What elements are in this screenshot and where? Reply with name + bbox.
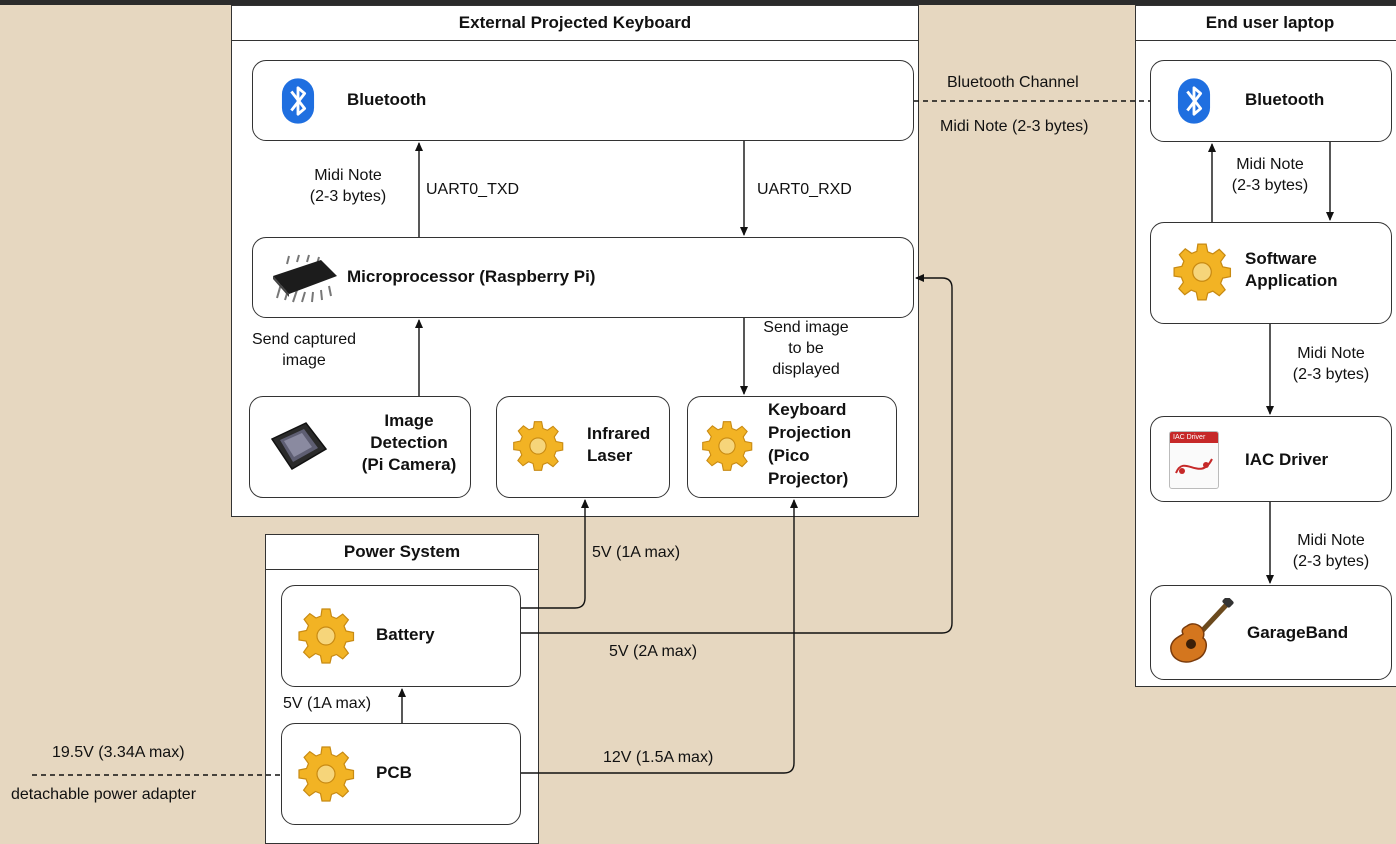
bluetooth-laptop-label: Bluetooth [1245, 90, 1325, 109]
laptop-title: End user laptop [1136, 6, 1396, 41]
top-bar [0, 0, 1396, 5]
send-captured-label: Send captured image [251, 331, 357, 369]
bluetooth-kb-node[interactable]: Bluetooth [252, 60, 914, 141]
external-keyboard-title: External Projected Keyboard [232, 6, 918, 41]
camera-sensor-icon [270, 422, 328, 471]
bluetooth-midi-label: Midi Note (2-3 bytes) [940, 118, 1089, 135]
infrared-laser-label: Infrared Laser [587, 424, 651, 465]
iac-driver-icon: IAC Driver [1169, 431, 1219, 489]
garageband-label: GarageBand [1247, 623, 1349, 642]
pi-power-label: 5V (2A max) [609, 643, 698, 660]
laser-power-label: 5V (1A max) [592, 544, 681, 561]
microchip-icon [273, 254, 337, 303]
uart-rxd-label: UART0_RXD [757, 181, 852, 198]
battery-label: Battery [376, 625, 435, 644]
software-application-label: Software Application [1245, 249, 1338, 290]
keyboard-projection-node[interactable]: Keyboard Projection (Pico Projector) [687, 396, 897, 498]
laptop-midi-label-2: Midi Note (2-3 bytes) [1292, 345, 1370, 383]
microprocessor-node[interactable]: Microprocessor (Raspberry Pi) [252, 237, 914, 318]
pcb-to-projector-path [521, 499, 798, 774]
battery-to-pi-path [521, 274, 953, 634]
kb-midi-label: Midi Note (2-3 bytes) [309, 167, 387, 205]
microprocessor-label: Microprocessor (Raspberry Pi) [347, 267, 596, 286]
bluetooth-channel-label: Bluetooth Channel [947, 74, 1079, 91]
battery-charge-label: 5V (1A max) [283, 695, 372, 712]
battery-node[interactable]: Battery [281, 585, 521, 687]
bluetooth-laptop-node[interactable]: Bluetooth [1150, 60, 1392, 142]
iac-driver-label: IAC Driver [1245, 450, 1329, 469]
laptop-midi-label-1: Midi Note (2-3 bytes) [1231, 156, 1309, 194]
iac-driver-node[interactable]: IAC Driver IAC Driver [1150, 416, 1392, 502]
adapter-name-label: detachable power adapter [11, 786, 197, 803]
projector-power-label: 12V (1.5A max) [603, 749, 714, 766]
pcb-label: PCB [376, 763, 412, 782]
infrared-laser-node[interactable]: Infrared Laser [496, 396, 670, 498]
laptop-midi-label-3: Midi Note (2-3 bytes) [1292, 532, 1370, 570]
guitar-icon [1170, 598, 1234, 663]
image-detection-label: Image Detection (Pi Camera) [361, 411, 457, 474]
image-detection-node[interactable]: Image Detection (Pi Camera) [249, 396, 471, 498]
keyboard-projection-label: Keyboard Projection (Pico Projector) [768, 400, 852, 488]
battery-to-laser-path [521, 499, 589, 609]
software-application-node[interactable]: Software Application [1150, 222, 1392, 324]
adapter-power-label: 19.5V (3.34A max) [52, 744, 185, 761]
send-display-label: Send image to be displayed [763, 319, 849, 378]
uart-txd-label: UART0_TXD [426, 181, 520, 198]
bluetooth-kb-label: Bluetooth [347, 90, 427, 109]
power-system-title: Power System [266, 535, 538, 570]
garageband-node[interactable]: GarageBand [1150, 585, 1392, 680]
pcb-node[interactable]: PCB [281, 723, 521, 825]
